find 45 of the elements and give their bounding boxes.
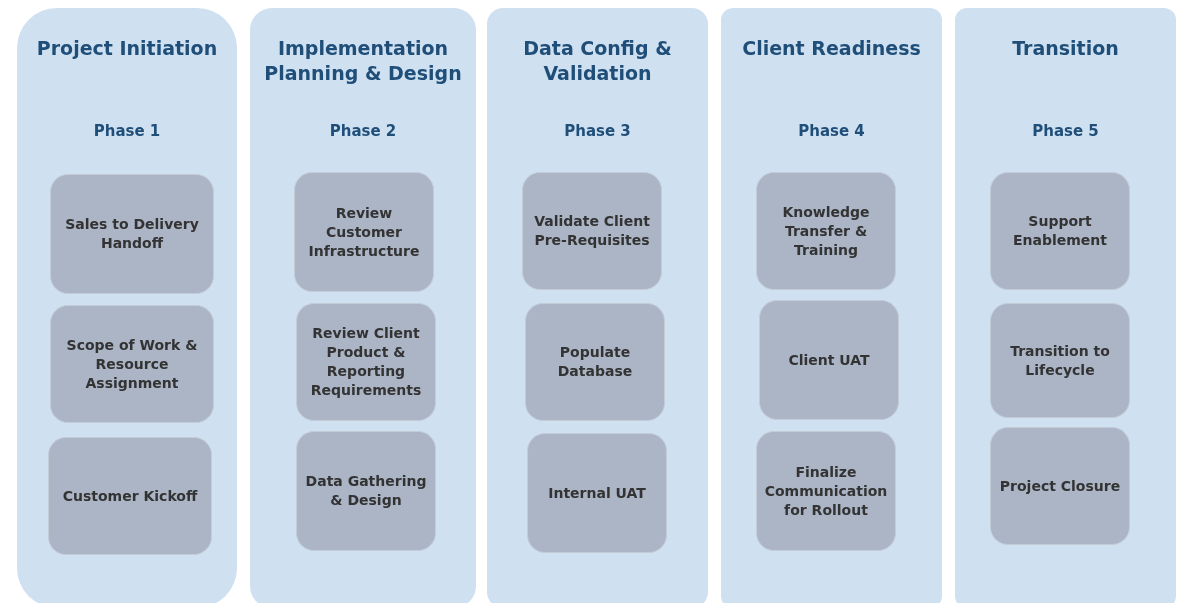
- phase-number: Phase 3: [563, 122, 632, 140]
- step-box: [756, 172, 896, 290]
- step-box: [990, 172, 1130, 290]
- step-box: [527, 433, 667, 553]
- phase-panel: [17, 8, 237, 603]
- step-box: [296, 303, 436, 421]
- step-box: [50, 174, 214, 294]
- step-label: Validate Client Pre-Requisites: [533, 212, 651, 250]
- step-label: Transition to Lifecycle: [1009, 341, 1111, 380]
- phase-number: Phase 4: [797, 122, 866, 140]
- step-box: [990, 303, 1130, 418]
- step-label: Populate Database: [556, 343, 634, 381]
- phase-panel: [955, 8, 1176, 603]
- step-label: Knowledge Transfer & Training: [781, 202, 871, 260]
- step-label: Support Enablement: [1011, 212, 1108, 250]
- step-box: [759, 300, 899, 420]
- phase-title: Implementation Planning & Design: [263, 36, 463, 86]
- phase-number: Phase 1: [92, 122, 162, 140]
- phase-panel: [721, 8, 942, 603]
- phase-title: Client Readiness: [741, 36, 922, 61]
- phase-panel: [250, 8, 476, 603]
- step-label: Data Gathering & Design: [304, 472, 428, 510]
- phase-title: Data Config & Validation: [522, 36, 673, 86]
- step-label: Customer Kickoff: [61, 486, 199, 506]
- step-label: Scope of Work & Resource Assignment: [65, 335, 199, 393]
- step-box: [48, 437, 212, 555]
- phase-title: Transition: [1011, 36, 1120, 61]
- step-label: Project Closure: [998, 476, 1122, 496]
- step-label: Review Client Product & Reporting Requirements: [309, 324, 423, 400]
- step-box: [756, 431, 896, 551]
- step-box: [294, 172, 434, 292]
- step-label: Client UAT: [787, 350, 871, 370]
- phase-number: Phase 2: [328, 122, 398, 140]
- step-label: Finalize Communication for Rollout: [763, 462, 889, 520]
- step-label: Review Customer Infrastructure: [307, 203, 421, 261]
- phase-panel: [487, 8, 708, 603]
- step-label: Internal UAT: [547, 483, 647, 503]
- phase-number: Phase 5: [1031, 122, 1100, 140]
- step-box: [522, 172, 662, 290]
- step-box: [50, 305, 214, 423]
- step-box: [525, 303, 665, 421]
- step-label: Sales to Delivery Handoff: [64, 215, 200, 253]
- phase-title: Project Initiation: [35, 36, 219, 61]
- step-box: [296, 431, 436, 551]
- step-box: [990, 427, 1130, 545]
